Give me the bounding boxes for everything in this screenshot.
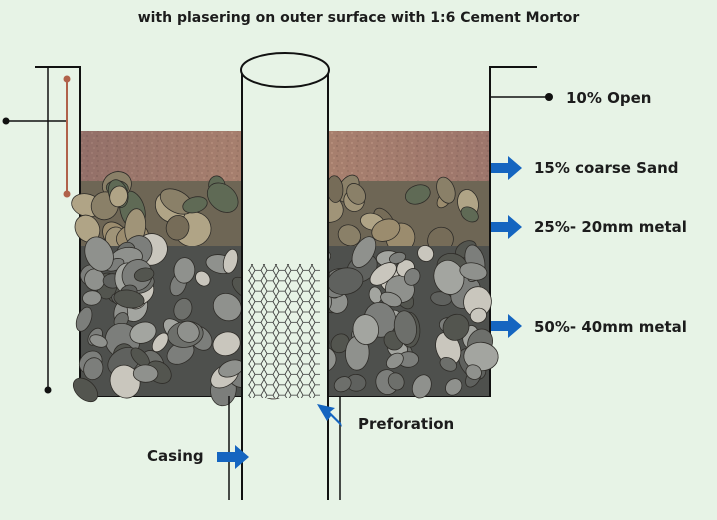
arrow-sand: [491, 156, 522, 180]
label-40mm-metal: 50%- 40mm metal: [534, 318, 687, 336]
casing-pipe: [228, 52, 341, 500]
label-20mm-metal: 25%- 20mm metal: [534, 218, 687, 236]
arrow-casing: [217, 445, 249, 469]
diagram-title: with plasering on outer surface with 1:6…: [137, 10, 580, 26]
label-open: 10% Open: [566, 89, 652, 107]
left-dimension-lines: [2, 67, 71, 394]
label-casing: Casing: [147, 447, 204, 465]
arrow-perforation: [317, 404, 342, 427]
open-level-pointer: [490, 93, 553, 101]
arrow-40mm: [491, 314, 522, 338]
perforation-mesh: [248, 264, 320, 398]
arrow-20mm: [491, 215, 522, 239]
label-perforation: Preforation: [358, 415, 455, 433]
label-coarse-sand: 15% coarse Sand: [534, 159, 679, 177]
